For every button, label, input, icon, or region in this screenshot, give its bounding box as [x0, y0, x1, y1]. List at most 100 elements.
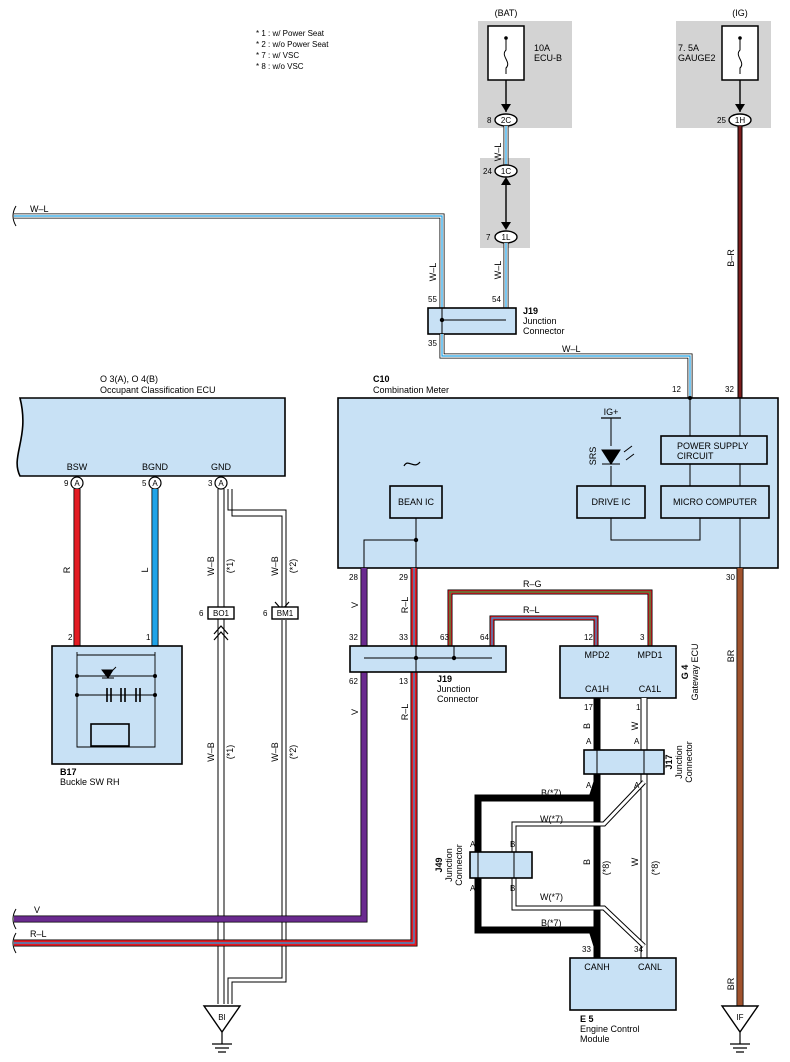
- j19-top-id: J19: [523, 306, 538, 316]
- arrow-down-icon: [501, 222, 511, 230]
- j49-id: J49: [434, 857, 444, 872]
- note-w7: W(*7): [540, 814, 563, 824]
- pin-12: 12: [584, 633, 593, 642]
- fuse-bat-symbol-icon: [503, 38, 509, 74]
- wire-label-v: V: [350, 709, 360, 715]
- pin-34: 34: [634, 945, 643, 954]
- term-ca1h: CA1H: [585, 684, 609, 694]
- connector-bm1-label: BM1: [277, 609, 294, 618]
- wire-break-icon: [12, 932, 17, 954]
- note-s1: (*1): [225, 745, 235, 760]
- connector-bo1-label: BO1: [213, 609, 230, 618]
- note-s1: (*1): [225, 559, 235, 574]
- note-7: * 7 : w/ VSC: [256, 51, 299, 60]
- meter-igp: IG+: [604, 407, 619, 417]
- fuse-ig-rating: 7. 5A: [678, 43, 699, 53]
- term-mpd1: MPD1: [637, 650, 662, 660]
- j17-pin-a: A: [634, 737, 640, 746]
- bean-ic-box: [389, 485, 443, 519]
- arrow-down-icon: [735, 104, 745, 112]
- j17-id: J17: [664, 754, 674, 769]
- wire-label-br: BR: [726, 649, 736, 662]
- ecu-box: [16, 397, 286, 477]
- drive-ic-label: DRIVE IC: [591, 497, 631, 507]
- wire-label-rl: R–L: [523, 605, 540, 615]
- j19-mid-name1: Junction: [437, 684, 471, 694]
- wire-r-l-buckle: R L: [62, 489, 159, 646]
- connector-1l-label: 1L: [502, 233, 511, 242]
- wire-wl-vertical: 1C 24 1L 7 W–L W–L: [483, 126, 518, 308]
- occupant-classification-ecu: O 3(A), O 4(B) Occupant Classification E…: [16, 374, 286, 490]
- gateway-box: [559, 645, 677, 699]
- wire-can-bus: B W B (*8) W (*8) B(*7) B(*7) W(*7) W(*7…: [474, 698, 660, 958]
- wire-label-b: B: [582, 723, 592, 729]
- term-bsw: BSW: [67, 462, 88, 472]
- micro-computer-label: MICRO COMPUTER: [673, 497, 757, 507]
- fuse-ig-name: GAUGE2: [678, 53, 716, 63]
- ecm-name1: Engine Control: [580, 1024, 640, 1034]
- fuse-ig-header: (IG): [732, 8, 748, 18]
- note-1: * 1 : w/ Power Seat: [256, 29, 325, 38]
- pin-6: 6: [199, 609, 204, 618]
- pin-35: 35: [428, 339, 437, 348]
- wire-label-rl: R–L: [30, 929, 47, 939]
- ground-bi-label: BI: [218, 1013, 226, 1022]
- wire-label-b: B: [582, 859, 592, 865]
- wire-label-br: B–R: [726, 249, 736, 267]
- note-8: * 8 : w/o VSC: [256, 62, 304, 71]
- arrow-down-icon: [501, 104, 511, 112]
- fuse-ig-symbol-icon: [737, 38, 743, 74]
- junction-connector-j19-top: 55 54 35 J19 Junction Connector: [427, 295, 565, 348]
- pin-55: 55: [428, 295, 437, 304]
- term-ca1l: CA1L: [639, 684, 662, 694]
- wire-label-wl: W–L: [428, 263, 438, 282]
- resistor-icon: [90, 723, 130, 747]
- wire-rl: R–L R–L R–L: [12, 568, 418, 954]
- wire-label-br: BR: [726, 977, 736, 990]
- junction-connector-j49: A B A B J49 Junction Connector: [434, 840, 533, 893]
- fuse-bat: (BAT) 10A ECU-B 2C 8: [478, 8, 572, 128]
- j17-pin-a: A: [586, 781, 592, 790]
- buckle-switch-rh: 2 1 B17 Buckle SW RH: [51, 633, 183, 787]
- j19-mid-id: J19: [437, 674, 452, 684]
- j19-top-name1: Junction: [523, 316, 557, 326]
- j49-pin-b: B: [510, 840, 515, 849]
- double-arrow-up-icon: [213, 625, 229, 641]
- meter-code: C10: [373, 374, 390, 384]
- tilde-icon: [403, 461, 421, 467]
- pin-5: 5: [142, 479, 147, 488]
- meter-name: Combination Meter: [373, 385, 449, 395]
- pin-7: 7: [486, 233, 491, 242]
- ground-symbol-icon: [212, 1032, 232, 1053]
- pin-3: 3: [208, 479, 213, 488]
- wire-label-wb: W–B: [270, 556, 280, 576]
- meter-srs: SRS: [588, 447, 598, 466]
- wire-label-w: W: [630, 721, 640, 730]
- fuse-ig: (IG) 7. 5A GAUGE2 1H 25: [676, 8, 771, 128]
- combination-meter: C10 Combination Meter 12 32 IG+ SRS BEAN…: [337, 374, 779, 582]
- note-w7: W(*7): [540, 892, 563, 902]
- wire-wl-left: W–L W–L: [12, 204, 445, 308]
- pin-9: 9: [64, 479, 69, 488]
- wire-break-icon: [12, 205, 17, 227]
- pin-24: 24: [483, 167, 492, 176]
- fuse-bat-rating: 10A: [534, 43, 550, 53]
- buckle-code: B17: [60, 767, 77, 777]
- wire-label-rg: R–G: [523, 579, 542, 589]
- j17-name1: Junction: [674, 745, 684, 779]
- junction-connector-j17: A A A A J17 Junction Connector: [583, 737, 694, 790]
- j17-name2: Connector: [684, 741, 694, 783]
- j49-name2: Connector: [454, 844, 464, 886]
- wire-label-w: W: [630, 857, 640, 866]
- arrow-up-icon: [501, 177, 511, 185]
- note-2: * 2 : w/o Power Seat: [256, 40, 329, 49]
- pin-62: 62: [349, 677, 358, 686]
- j17-box: [583, 749, 665, 775]
- engine-control-module: 33 34 CANH CANL E 5 Engine Control Modul…: [569, 945, 677, 1044]
- pin-64: 64: [480, 633, 489, 642]
- pin-6: 6: [263, 609, 268, 618]
- wire-label-wl: W–L: [493, 143, 503, 162]
- wire-wb-ground: BO1 6 BM1 6 W–B (*1) W–B (*2) W–B (*1) W…: [199, 489, 299, 1004]
- pin-30: 30: [726, 573, 735, 582]
